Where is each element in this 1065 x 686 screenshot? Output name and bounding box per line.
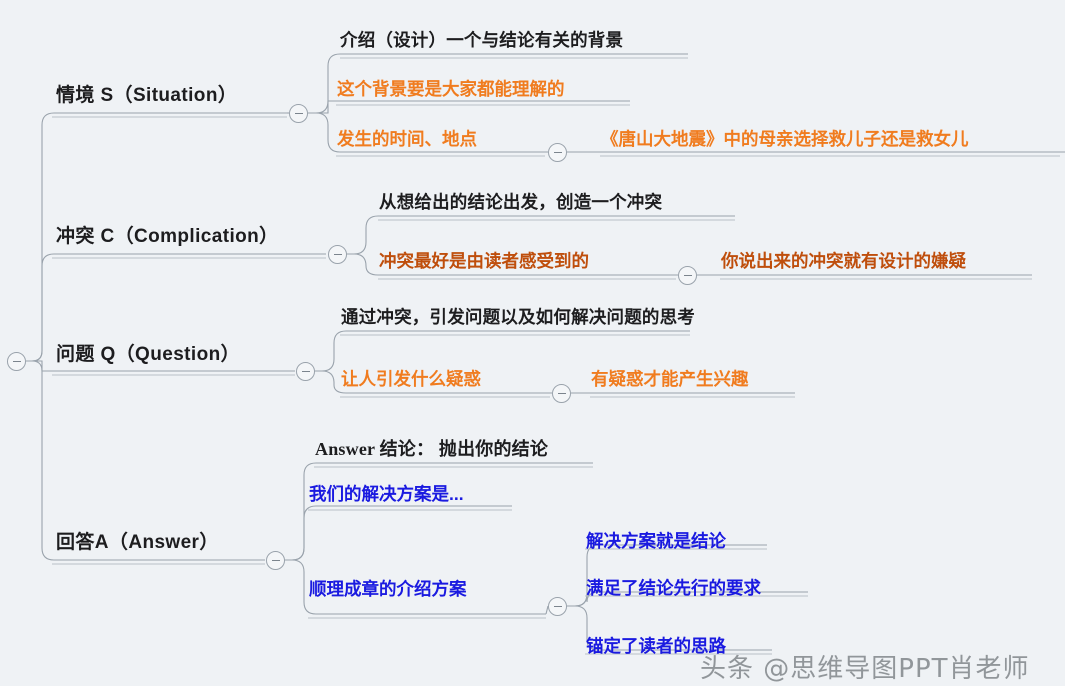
watermark: 头条 @思维导图PPT肖老师 (700, 654, 1030, 684)
toggle-s-3[interactable] (548, 143, 567, 162)
toggle-a-3[interactable] (548, 597, 567, 616)
node-q-2-1[interactable]: 有疑惑才能产生兴趣 (591, 369, 749, 389)
node-s-1[interactable]: 介绍（设计）一个与结论有关的背景 (340, 30, 624, 50)
toggle-q-2[interactable] (552, 384, 571, 403)
node-c-2-1[interactable]: 你说出来的冲突就有设计的嫌疑 (721, 251, 966, 271)
node-a-2[interactable]: 我们的解决方案是... (309, 484, 464, 504)
node-a-1[interactable]: Answer 结论： 抛出你的结论 (315, 439, 549, 459)
root-toggle[interactable] (7, 352, 26, 371)
node-s-3[interactable]: 发生的时间、地点 (337, 129, 477, 149)
node-q-2[interactable]: 让人引发什么疑惑 (341, 369, 481, 389)
node-s-2[interactable]: 这个背景要是大家都能理解的 (337, 79, 565, 99)
node-c-1[interactable]: 从想给出的结论出发，创造一个冲突 (379, 192, 663, 212)
branch-label-situation[interactable]: 情境 S（Situation） (56, 85, 238, 106)
node-q-1[interactable]: 通过冲突，引发问题以及如何解决问题的思考 (341, 307, 695, 327)
toggle-answer[interactable] (266, 551, 285, 570)
node-a-3-2[interactable]: 满足了结论先行的要求 (586, 578, 761, 598)
branch-label-answer[interactable]: 回答A（Answer） (56, 532, 219, 553)
toggle-question[interactable] (296, 362, 315, 381)
branch-label-complication[interactable]: 冲突 C（Complication） (56, 226, 279, 247)
branch-label-question[interactable]: 问题 Q（Question） (56, 344, 240, 365)
toggle-situation[interactable] (289, 104, 308, 123)
node-a-3-3[interactable]: 锚定了读者的思路 (586, 636, 726, 656)
node-a-3-1[interactable]: 解决方案就是结论 (586, 531, 726, 551)
toggle-complication[interactable] (328, 245, 347, 264)
node-a-3[interactable]: 顺理成章的介绍方案 (309, 579, 467, 599)
toggle-c-2[interactable] (678, 266, 697, 285)
node-c-2[interactable]: 冲突最好是由读者感受到的 (379, 251, 589, 271)
node-s-3-1[interactable]: 《唐山大地震》中的母亲选择救儿子还是救女儿 (601, 129, 969, 149)
